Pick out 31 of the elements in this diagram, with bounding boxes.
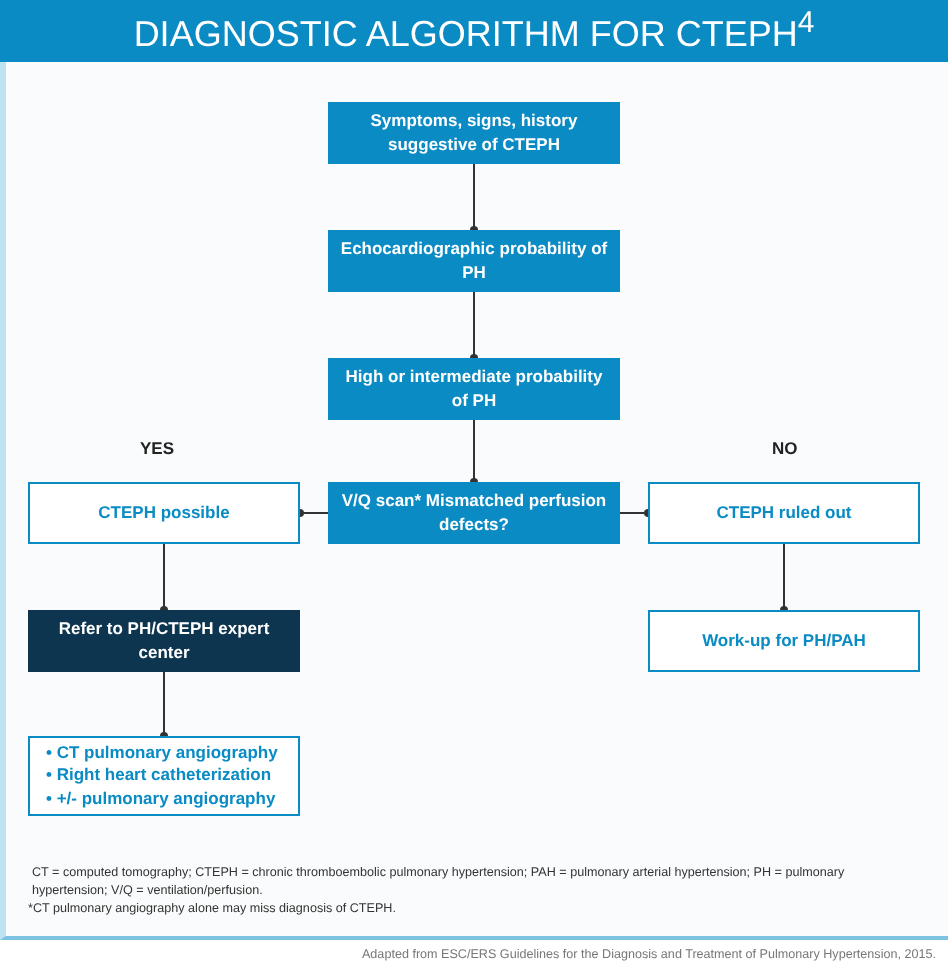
process-box — [328, 102, 620, 164]
process-box — [648, 482, 920, 544]
list-item: • CT pulmonary angiography — [46, 742, 278, 765]
process-box — [328, 482, 620, 544]
list-item: • +/- pulmonary angiography — [46, 787, 276, 810]
node-text: Work-up for PH/PAH — [702, 629, 866, 653]
connector-line — [296, 509, 329, 517]
list-item: • Right heart catheterization — [46, 764, 272, 788]
branch-label: YES — [140, 438, 175, 462]
connector-line — [160, 671, 168, 740]
list-box — [28, 736, 300, 816]
node-text: CTEPH ruled out — [716, 501, 852, 525]
branch-label: NO — [772, 438, 798, 462]
node-text: V/Q scan* Mismatched perfusion defects? — [339, 490, 609, 536]
process-box — [328, 358, 620, 420]
node-text: High or intermediate probability of PH — [343, 366, 605, 412]
connector-line — [160, 543, 168, 614]
process-box — [28, 610, 300, 672]
process-box — [648, 610, 920, 672]
node-text: Refer to PH/CTEPH expert center — [56, 618, 272, 664]
connector-line — [470, 163, 478, 234]
connector-line — [780, 543, 788, 614]
node-text: CTEPH possible — [98, 501, 230, 525]
connector-line — [470, 419, 478, 486]
connector-line — [619, 509, 652, 517]
process-box — [328, 230, 620, 292]
connector-line — [470, 291, 478, 362]
process-box — [28, 482, 300, 544]
node-text: Symptoms, signs, history suggestive of CTEPH — [368, 110, 580, 156]
title: DIAGNOSTIC ALGORITHM FOR CTEPH$^{4}$ — [133, 6, 815, 56]
node-text: Echocardiographic probability of PH — [338, 238, 610, 284]
